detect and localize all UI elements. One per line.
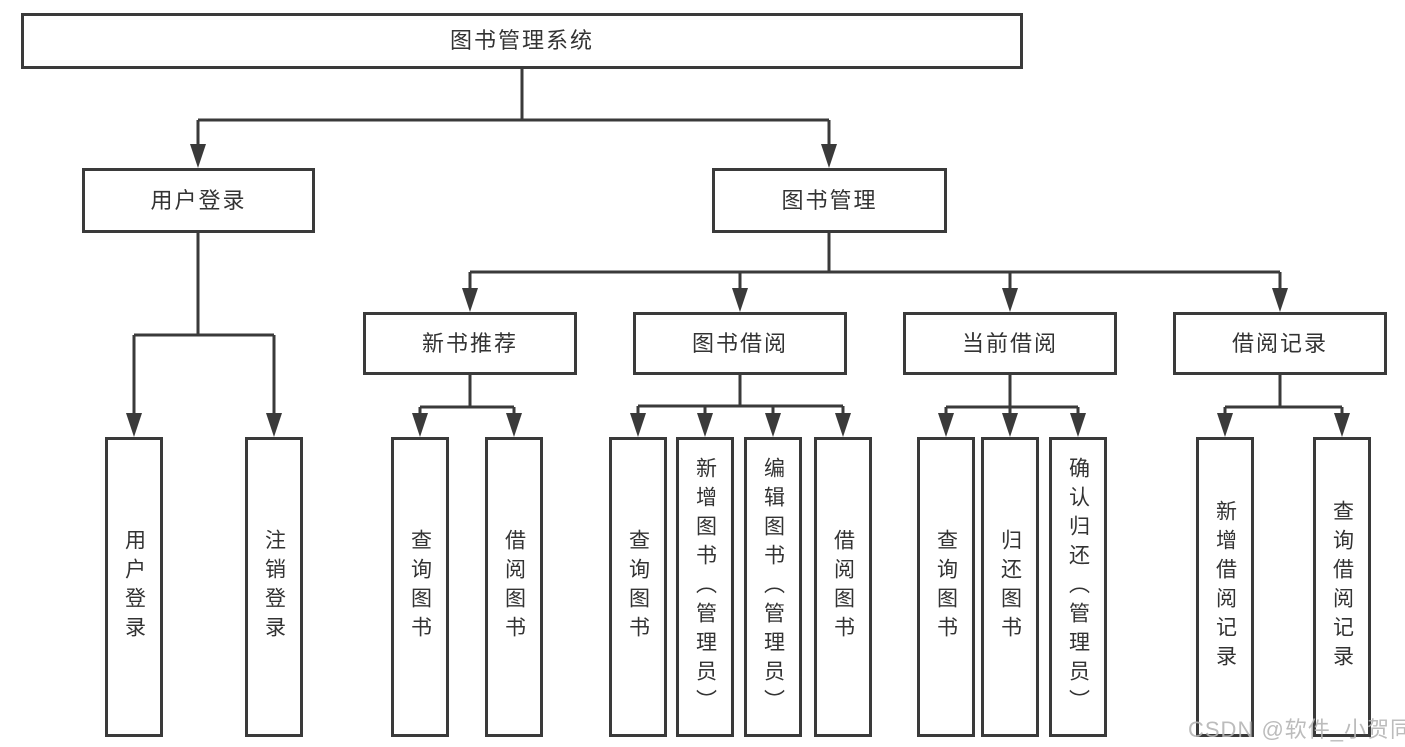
leaf-add-borrow-record: 新增借阅记录 <box>1196 437 1254 737</box>
leaf-query-borrow-record: 查询借阅记录 <box>1313 437 1371 737</box>
leaf-return-books: 归还图书 <box>981 437 1039 737</box>
node-borrowing-records: 借阅记录 <box>1173 312 1387 375</box>
leaf-borrow-books: 借阅图书 <box>485 437 543 737</box>
leaf-logout: 注销登录 <box>245 437 303 737</box>
leaf-add-books-admin: 新增图书（管理员） <box>676 437 734 737</box>
leaf-query-books: 查询图书 <box>609 437 667 737</box>
node-label: 新书推荐 <box>421 330 518 356</box>
node-book-borrowing: 图书借阅 <box>633 312 847 375</box>
arrowheads <box>126 144 1350 437</box>
node-label: 图书管理系统 <box>449 28 594 53</box>
node-label: 图书借阅 <box>691 330 788 356</box>
node-library-management-system: 图书管理系统 <box>21 13 1023 69</box>
leaf-query-books: 查询图书 <box>917 437 975 737</box>
node-label: 当前借阅 <box>961 330 1058 356</box>
connector-strokes <box>132 69 1344 420</box>
leaf-query-books: 查询图书 <box>391 437 449 737</box>
leaf-user-login: 用户登录 <box>105 437 163 737</box>
node-label: 图书管理 <box>781 187 878 213</box>
node-new-book-recommendation: 新书推荐 <box>363 312 577 375</box>
node-current-borrowing: 当前借阅 <box>903 312 1117 375</box>
leaf-confirm-return-admin: 确认归还（管理员） <box>1049 437 1107 737</box>
node-book-management: 图书管理 <box>712 168 947 233</box>
leaf-borrow-books: 借阅图书 <box>814 437 872 737</box>
node-label: 借阅记录 <box>1231 330 1328 356</box>
node-label: 用户登录 <box>150 187 247 213</box>
node-user-login: 用户登录 <box>82 168 315 233</box>
leaf-edit-books-admin: 编辑图书（管理员） <box>744 437 802 737</box>
csdn-watermark: CSDN @软件_小贺同学 <box>1188 717 1405 742</box>
